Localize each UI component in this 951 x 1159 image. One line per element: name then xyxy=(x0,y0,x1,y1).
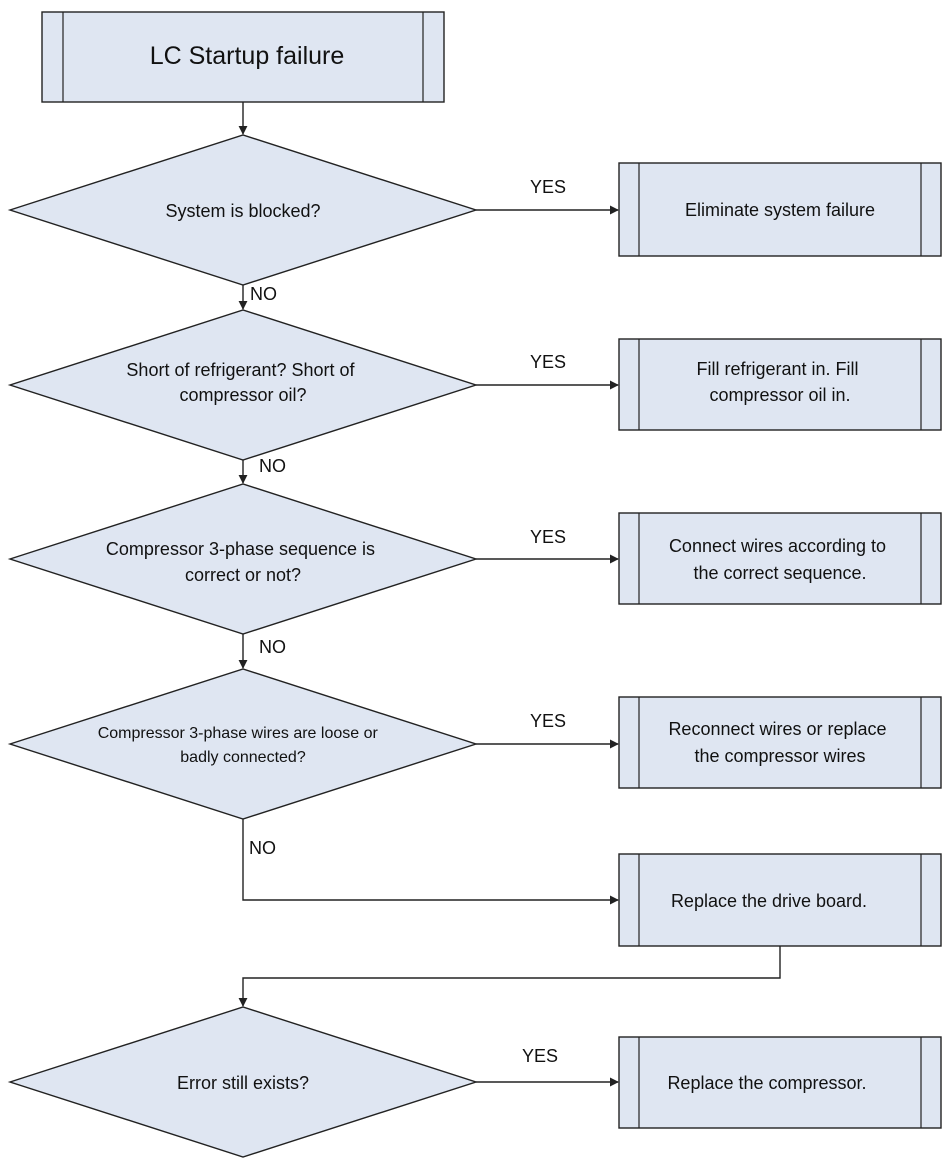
action-2-text: Fill refrigerant in. Fill compressor oil… xyxy=(696,359,863,405)
decision-2-line-2: compressor oil? xyxy=(179,385,306,405)
decision-2-line-1: Short of refrigerant? Short of xyxy=(126,360,355,380)
action-3-text: Connect wires according to the correct s… xyxy=(669,536,891,583)
no-label-3: NO xyxy=(259,637,286,657)
action-5-line-1: Replace the drive board. xyxy=(671,891,867,911)
action-4-text: Reconnect wires or replace the compresso… xyxy=(668,719,891,766)
decision-4-line-2: badly connected? xyxy=(180,749,306,766)
decision-short-of-refrigerant: Short of refrigerant? Short of compresso… xyxy=(7,309,479,461)
action-3-line-1: Connect wires according to xyxy=(669,536,886,556)
decision-system-blocked: System is blocked? xyxy=(7,134,479,286)
action-eliminate-system-failure: Eliminate system failure xyxy=(618,162,942,257)
action-connect-wires: Connect wires according to the correct s… xyxy=(618,512,942,605)
decision-4-text: Compressor 3-phase wires are loose or ba… xyxy=(98,725,383,766)
action-reconnect-wires: Reconnect wires or replace the compresso… xyxy=(618,696,942,789)
decision-4-line-1: Compressor 3-phase wires are loose or xyxy=(98,725,379,742)
action-6-line-1: Replace the compressor. xyxy=(667,1073,866,1093)
decision-3-line-2: correct or not? xyxy=(185,565,301,585)
action-1-text: Eliminate system failure xyxy=(685,200,875,220)
action-2-line-2: compressor oil in. xyxy=(709,385,850,405)
action-replace-drive-board: Replace the drive board. xyxy=(618,853,942,947)
action-3-line-2: the correct sequence. xyxy=(693,563,866,583)
yes-label-2: YES xyxy=(530,352,566,372)
decision-error-still-exists: Error still exists? xyxy=(7,1006,479,1158)
no-label-4: NO xyxy=(249,838,276,858)
decision-wires-loose: Compressor 3-phase wires are loose or ba… xyxy=(7,668,479,820)
action-4-line-1: Reconnect wires or replace xyxy=(668,719,886,739)
decision-3-line-1: Compressor 3-phase sequence is xyxy=(106,539,375,559)
no-label-2: NO xyxy=(259,456,286,476)
decision-phase-sequence: Compressor 3-phase sequence is correct o… xyxy=(7,483,479,635)
start-box: LC Startup failure xyxy=(41,11,445,103)
action-4-line-2: the compressor wires xyxy=(694,746,865,766)
yes-label-5: YES xyxy=(522,1046,558,1066)
decision-5-line-1: Error still exists? xyxy=(177,1073,309,1093)
yes-label-1: YES xyxy=(530,177,566,197)
action-replace-compressor: Replace the compressor. xyxy=(618,1036,942,1129)
decision-5-text: Error still exists? xyxy=(177,1073,309,1093)
decision-3-text: Compressor 3-phase sequence is correct o… xyxy=(106,539,380,585)
action-fill-refrigerant: Fill refrigerant in. Fill compressor oil… xyxy=(618,338,942,431)
action-1-line-1: Eliminate system failure xyxy=(685,200,875,220)
action-2-line-1: Fill refrigerant in. Fill xyxy=(696,359,858,379)
start-label: LC Startup failure xyxy=(150,42,345,70)
decision-1-line-1: System is blocked? xyxy=(165,201,320,221)
decision-1-text: System is blocked? xyxy=(165,201,320,221)
yes-label-3: YES xyxy=(530,527,566,547)
arrow-drive-board-to-decision-5 xyxy=(238,946,781,1007)
decision-2-text: Short of refrigerant? Short of compresso… xyxy=(126,360,359,405)
no-label-1: NO xyxy=(250,284,277,304)
action-5-text: Replace the drive board. xyxy=(671,891,867,911)
yes-label-4: YES xyxy=(530,711,566,731)
arrow-decision-4-to-drive-board xyxy=(242,819,619,905)
action-6-text: Replace the compressor. xyxy=(667,1073,866,1093)
